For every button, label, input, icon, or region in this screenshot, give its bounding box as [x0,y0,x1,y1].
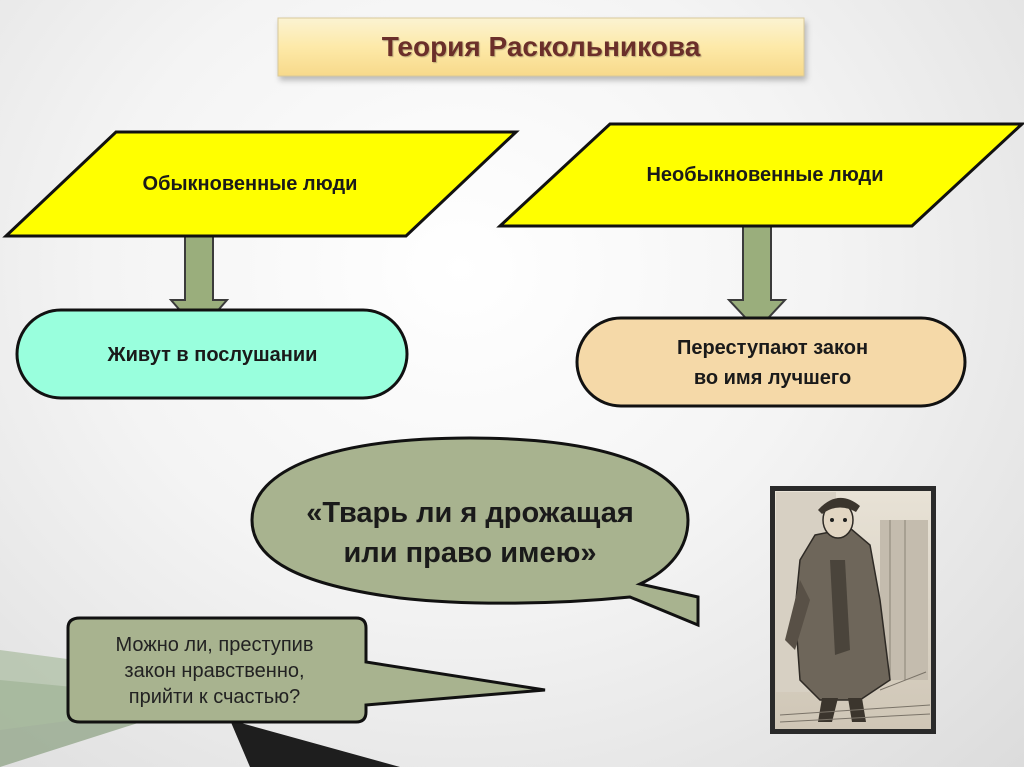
obey-box [15,308,409,400]
question-callout [66,616,546,724]
break-law-box [575,316,967,408]
arrow-down-right [726,221,788,332]
decor-stripe-black [230,720,400,767]
quote-bubble [250,436,700,628]
ordinary-people-box [2,130,520,238]
extraordinary-people-box [496,122,1024,228]
title-banner [277,17,805,77]
raskolnikov-portrait-icon [770,486,936,734]
